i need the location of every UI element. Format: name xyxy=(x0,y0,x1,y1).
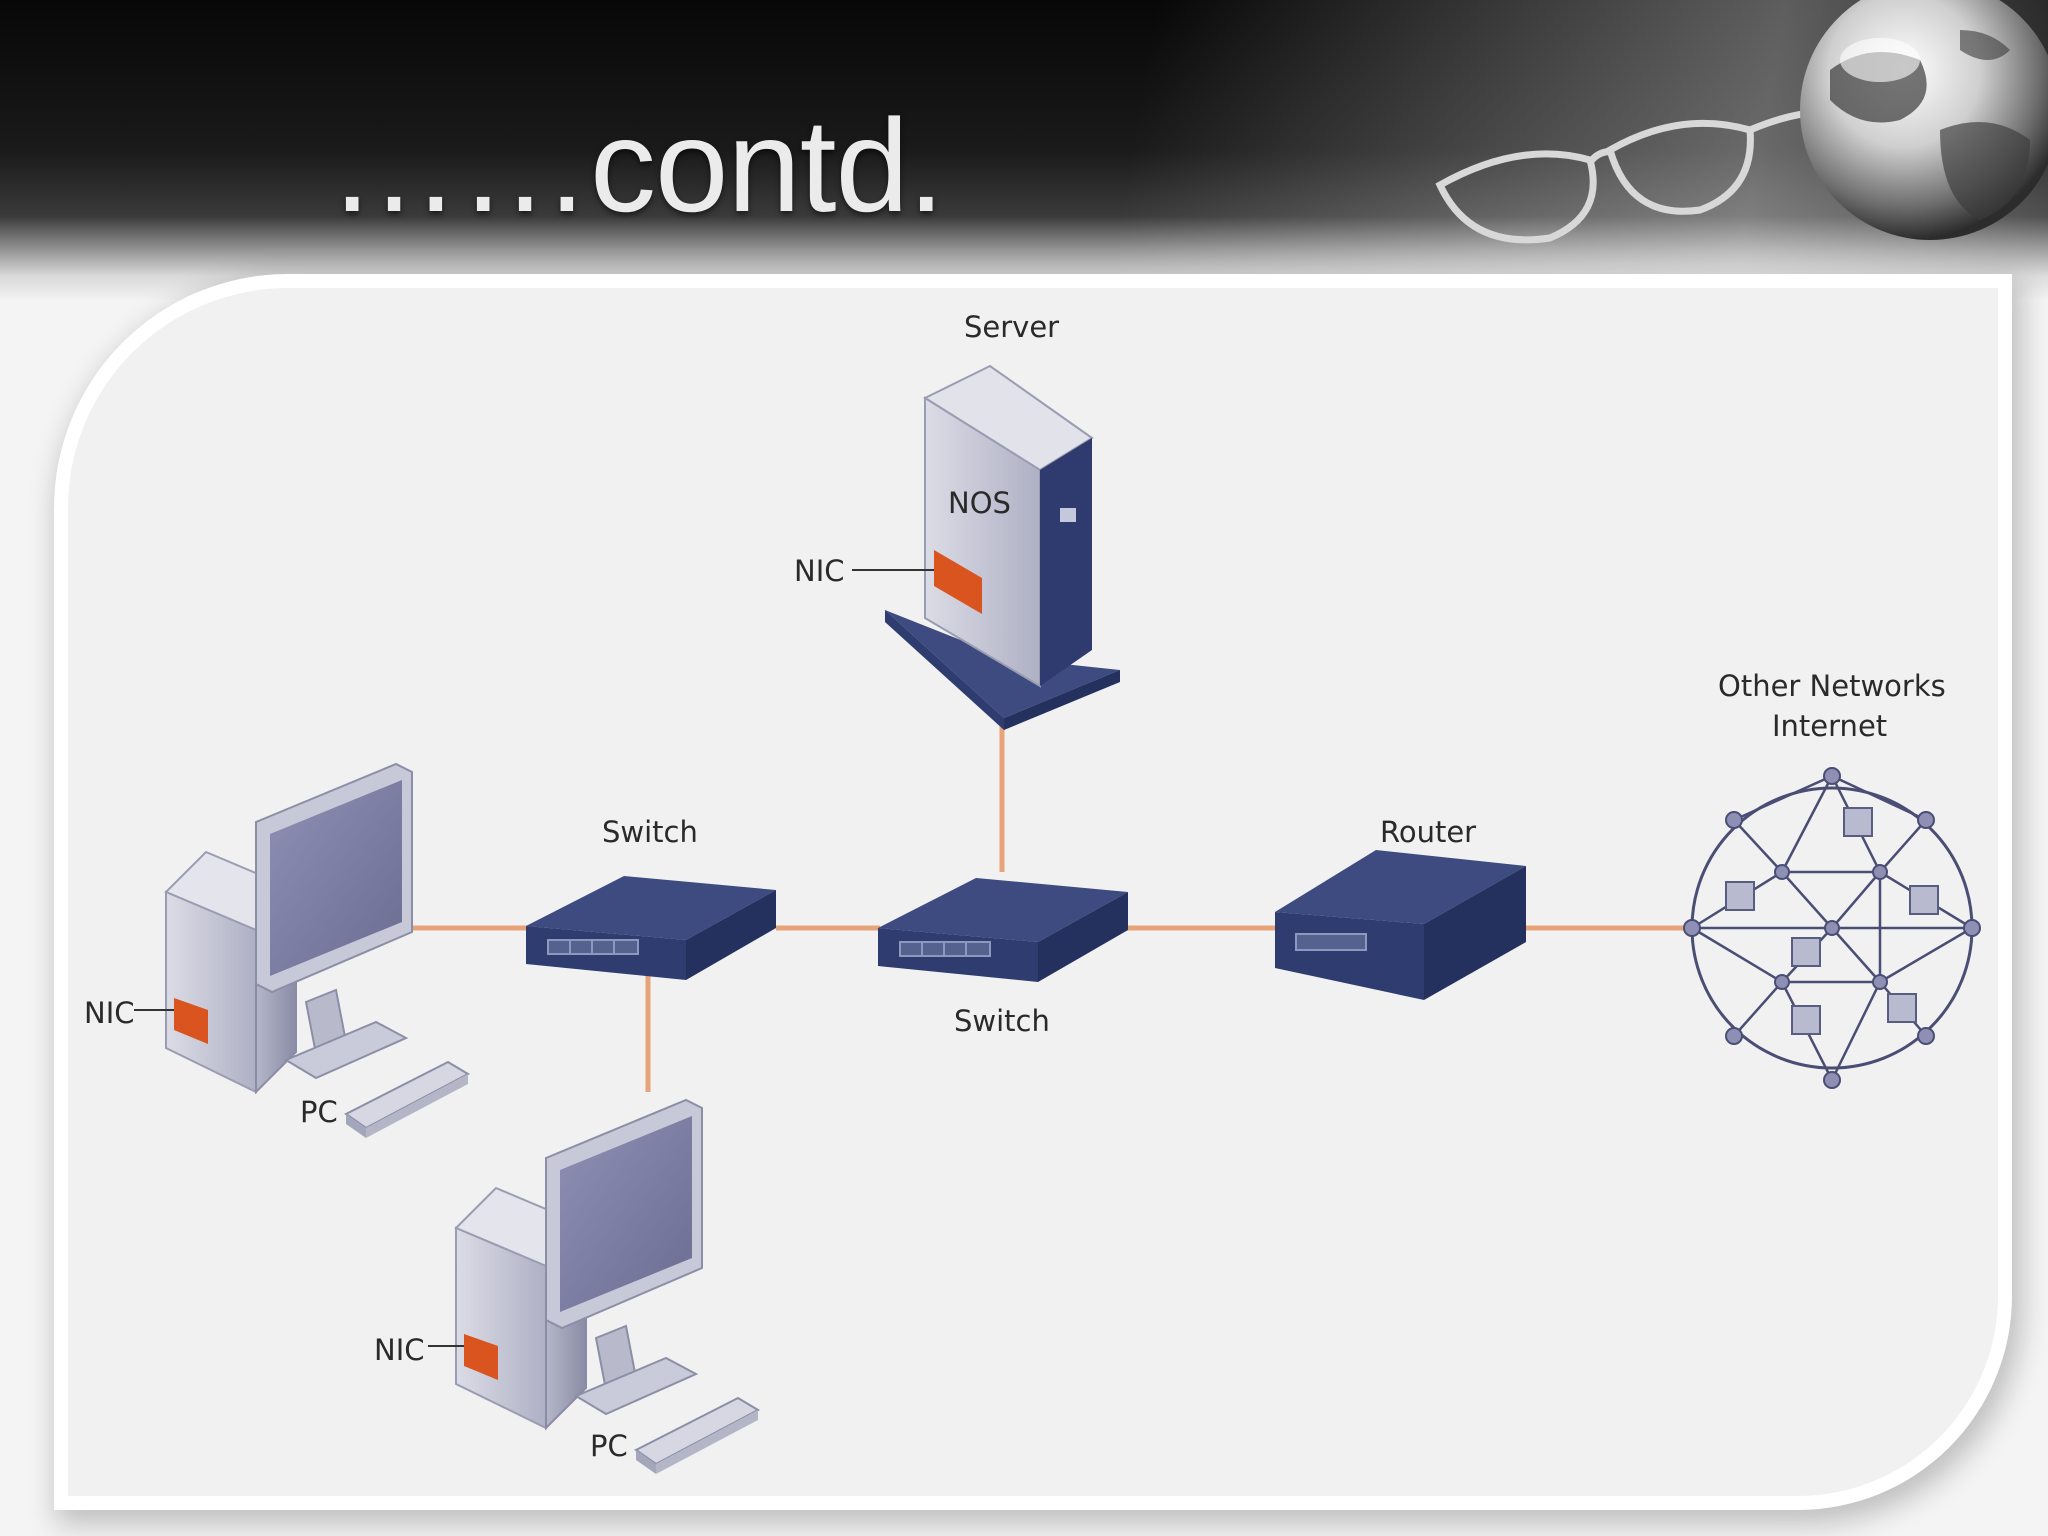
internet-globe-icon: Other Networks Internet xyxy=(1683,669,1981,1089)
server-status-light xyxy=(1060,508,1076,522)
slide-title: ……contd. xyxy=(328,92,945,239)
globe-glasses-image xyxy=(1435,0,2048,244)
router-ports xyxy=(1295,933,1367,951)
pc-bottom: NIC PC xyxy=(374,1099,759,1475)
pc-left: NIC PC xyxy=(84,763,469,1139)
pc-bottom-label: PC xyxy=(590,1429,628,1463)
router-label: Router xyxy=(1380,815,1476,849)
server: Server NOS NIC xyxy=(794,310,1120,730)
pc-bottom-nic-label: NIC xyxy=(374,1333,425,1367)
pc-left-nic-card xyxy=(174,998,208,1044)
slide-header: ……contd. xyxy=(0,0,2048,300)
internet-label-line2: Internet xyxy=(1772,709,1887,743)
server-label: Server xyxy=(964,310,1059,344)
switch-center-label: Switch xyxy=(954,1004,1050,1038)
server-nic-card xyxy=(934,550,982,614)
router: Router xyxy=(1275,815,1526,1000)
server-nic-label: NIC xyxy=(794,554,845,588)
header-sheen xyxy=(0,0,2048,300)
pc-left-label: PC xyxy=(300,1095,338,1129)
pc-left-nic-label: NIC xyxy=(84,996,135,1030)
switch-left-label: Switch xyxy=(602,815,698,849)
switch-center: Switch xyxy=(877,877,1129,1038)
globe-icon xyxy=(1800,0,2048,240)
pc-bottom-nic-card xyxy=(464,1334,498,1380)
switch-left: Switch xyxy=(525,815,777,981)
server-os-label: NOS xyxy=(948,486,1011,520)
internet-label-line1: Other Networks xyxy=(1718,669,1946,703)
